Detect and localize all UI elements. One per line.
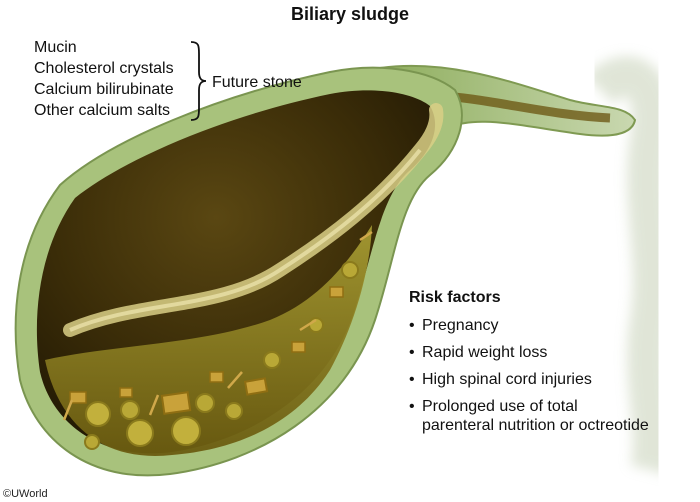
- risk-item-text: High spinal cord injuries: [422, 371, 592, 388]
- sludge-layer: [45, 225, 372, 456]
- curly-brace: [190, 41, 207, 121]
- bullet-icon: •: [409, 371, 415, 388]
- copyright-credit: ©UWorld: [3, 488, 48, 500]
- bullet-icon: •: [409, 344, 415, 361]
- risk-factors-heading: Risk factors: [409, 289, 501, 306]
- risk-item: • Pregnancy: [409, 316, 649, 335]
- component-cholesterol-crystals: Cholesterol crystals: [34, 60, 174, 77]
- risk-item-text: Rapid weight loss: [422, 344, 548, 361]
- figure-title: Biliary sludge: [290, 4, 410, 24]
- risk-item-text: Prolonged use of total parenteral nutrit…: [422, 398, 649, 434]
- risk-item-text: Pregnancy: [422, 317, 499, 334]
- faded-duct: [585, 56, 673, 475]
- risk-item: • Rapid weight loss: [409, 343, 649, 362]
- future-stone-label: Future stone: [212, 74, 302, 91]
- component-calcium-bilirubinate: Calcium bilirubinate: [34, 81, 174, 98]
- sludge-particles: [62, 230, 373, 450]
- component-mucin: Mucin: [34, 39, 77, 56]
- risk-item: • Prolonged use of total parenteral nutr…: [409, 397, 649, 435]
- component-other-calcium-salts: Other calcium salts: [34, 102, 171, 119]
- bullet-icon: •: [409, 317, 415, 334]
- sludge-components-list: Mucin Cholesterol crystals Calcium bilir…: [34, 37, 174, 121]
- risk-item: • High spinal cord injuries: [409, 370, 649, 389]
- risk-factors-panel: Risk factors • Pregnancy • Rapid weight …: [409, 289, 649, 443]
- bullet-icon: •: [409, 398, 415, 415]
